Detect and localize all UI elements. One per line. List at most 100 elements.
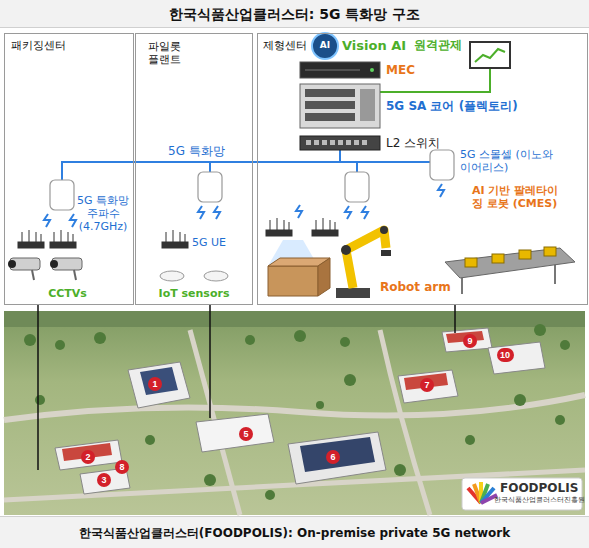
l2-switch-part-part [362,140,367,145]
component-label: 5G SA 코어 (플렉토리) [386,99,518,113]
small-cells-part [50,180,74,210]
small-cells-part [345,172,369,202]
iot-sensors-part [160,271,184,281]
core-server-part [305,89,355,97]
buildings-part [398,370,458,403]
iot-sensors-part [204,271,228,281]
section-heading: 파일롯 플랜트 [148,40,190,66]
l2-switch-part-part [338,140,343,145]
ue-devices-part [61,230,62,242]
conveyor-part-part [544,247,556,256]
logo-panel [462,478,582,510]
mec-server [300,62,380,78]
buildings-part [128,362,190,408]
cctv-cameras-part [74,270,76,280]
callout-number: 7 [420,378,434,392]
core-server-part [360,89,375,121]
aerial-photo [4,311,585,515]
ue-devices-part [335,222,336,230]
vision-box-part [268,266,318,296]
cctv-cameras-part [50,260,58,268]
ue-devices-part [50,242,76,248]
buildings-part [288,432,386,484]
small-cells-part [198,172,222,202]
icon-text: AI [312,40,338,51]
aerial-photo-part [4,311,585,515]
l2-switch-part-part [322,140,327,145]
trees-part [394,464,406,476]
logo-text: FOODPOLIS [500,481,578,495]
core-server-part [305,101,355,109]
ue-devices-part [266,230,292,236]
ue-devices-part [180,232,181,242]
trees-part [534,324,546,336]
device-label: IoT sensors [135,287,253,300]
buildings-part [140,367,178,395]
robot-arm-part [380,226,388,234]
conveyor-part [461,276,463,294]
callout-number: 10 [497,348,514,362]
network-line-part [62,162,430,180]
ue-devices-part [41,234,42,242]
buildings [55,328,545,494]
buildings-part [442,328,492,352]
ue-devices-part [36,232,37,242]
radio-waves-part [345,206,351,219]
conveyor-part-part [519,250,531,259]
buildings-part [300,437,375,472]
ue-devices-part [289,222,290,230]
core-server [300,84,380,128]
ue-devices-part [173,230,174,242]
small-cells-part [430,150,454,180]
caption-bar: 한국식품산업클러스터(FOODPOLIS): On-premise privat… [0,516,589,548]
trees-part [55,340,65,350]
ue-devices-part [18,242,44,248]
component-label: L2 스위치 [386,136,440,150]
buildings-part [196,414,274,452]
ue-devices-part [284,220,285,230]
vision-box-part [318,258,330,296]
l2-switch-part-part [330,140,335,145]
component-label: MEC [386,63,415,77]
section-panel: 제형센터 [257,33,588,305]
leader-lines-part [454,305,456,333]
conveyor-part [445,248,575,278]
l2-switch [300,136,380,150]
radio-waves-part [198,206,204,219]
component-label: AI 기반 팔레타이징 로봇 (CMES) [472,184,562,210]
leader-lines [38,305,455,470]
section-heading: 패키징센터 [11,39,133,52]
radio-waves-part [44,214,50,227]
l2-switch-part-part [346,140,351,145]
callout-number: 9 [463,334,477,348]
brain-icon [312,33,338,59]
core-server-part [300,84,380,128]
cctv-cameras [8,258,82,280]
device-label: Robot arm [380,280,451,294]
trees-part [340,337,350,347]
monitor-icon-part [470,42,510,68]
buildings-part [55,440,122,470]
l2-switch-part-part [306,140,311,145]
ue-devices-part [277,218,278,230]
vision-box [268,240,330,296]
device-label: 5G UE [192,236,226,249]
ue-devices-part [54,232,55,242]
radio-waves-part [438,184,444,197]
trees-part [465,435,475,445]
leader-lines-part [37,305,39,470]
trees-part [316,401,324,409]
radio-waves-part [214,206,220,219]
ue-devices-part [185,234,186,242]
section-panel: 파일롯 플랜트 [135,33,253,305]
frequency-label: 5G 특화망 주파수 (4.7GHz) [76,194,130,233]
trees-part [94,332,106,344]
callout-number: 1 [148,377,162,391]
trees-part [145,435,155,445]
trees [24,324,570,500]
conveyor-part [465,247,556,267]
core-server-part [305,113,355,121]
conveyor-part-part [465,258,477,267]
